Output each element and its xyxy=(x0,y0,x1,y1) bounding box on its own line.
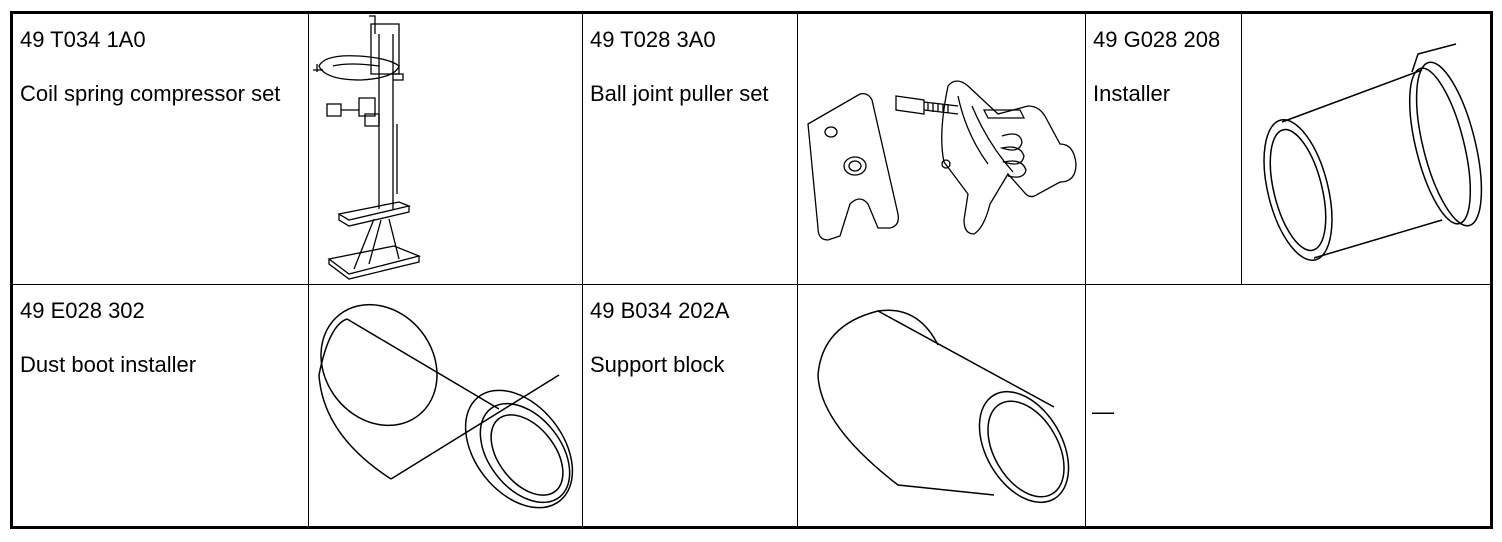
tool-number: 49 T028 3A0 xyxy=(590,27,716,52)
column-divider xyxy=(797,14,798,526)
column-divider xyxy=(308,14,309,526)
tool-description: Dust boot installer xyxy=(20,352,197,377)
tool-label-cell: 49 T028 3A0 Ball joint puller set xyxy=(583,14,797,284)
row-divider xyxy=(13,284,1490,285)
ball-joint-puller-drawing xyxy=(798,14,1085,284)
special-tools-table: 49 T034 1A0 Coil spring compressor set xyxy=(10,11,1493,529)
tool-label-cell: 49 E028 302 Dust boot installer xyxy=(13,285,308,526)
tool-number: 49 B034 202A xyxy=(590,298,730,323)
column-divider xyxy=(1241,14,1242,284)
column-divider xyxy=(582,14,583,526)
tool-description: Ball joint puller set xyxy=(590,81,769,106)
tool-description: Support block xyxy=(590,352,725,377)
tool-label-cell: 49 G028 208 Installer xyxy=(1086,14,1241,284)
installer-drawing xyxy=(1242,14,1490,284)
tool-number: 49 G028 208 xyxy=(1093,27,1221,52)
tool-label-cell: 49 B034 202A Support block xyxy=(583,285,797,526)
tool-number: 49 T034 1A0 xyxy=(20,27,146,52)
empty-cell: — xyxy=(1086,285,1490,526)
tool-description: Installer xyxy=(1093,81,1171,106)
tool-number: 49 E028 302 xyxy=(20,298,145,323)
tool-description: Coil spring compressor set xyxy=(20,81,281,106)
dust-boot-installer-drawing xyxy=(309,285,582,526)
support-block-drawing xyxy=(798,285,1085,526)
empty-mark: — xyxy=(1092,399,1114,424)
tool-label-cell: 49 T034 1A0 Coil spring compressor set xyxy=(13,14,308,284)
coil-spring-compressor-drawing xyxy=(309,14,582,284)
column-divider xyxy=(1085,14,1086,526)
